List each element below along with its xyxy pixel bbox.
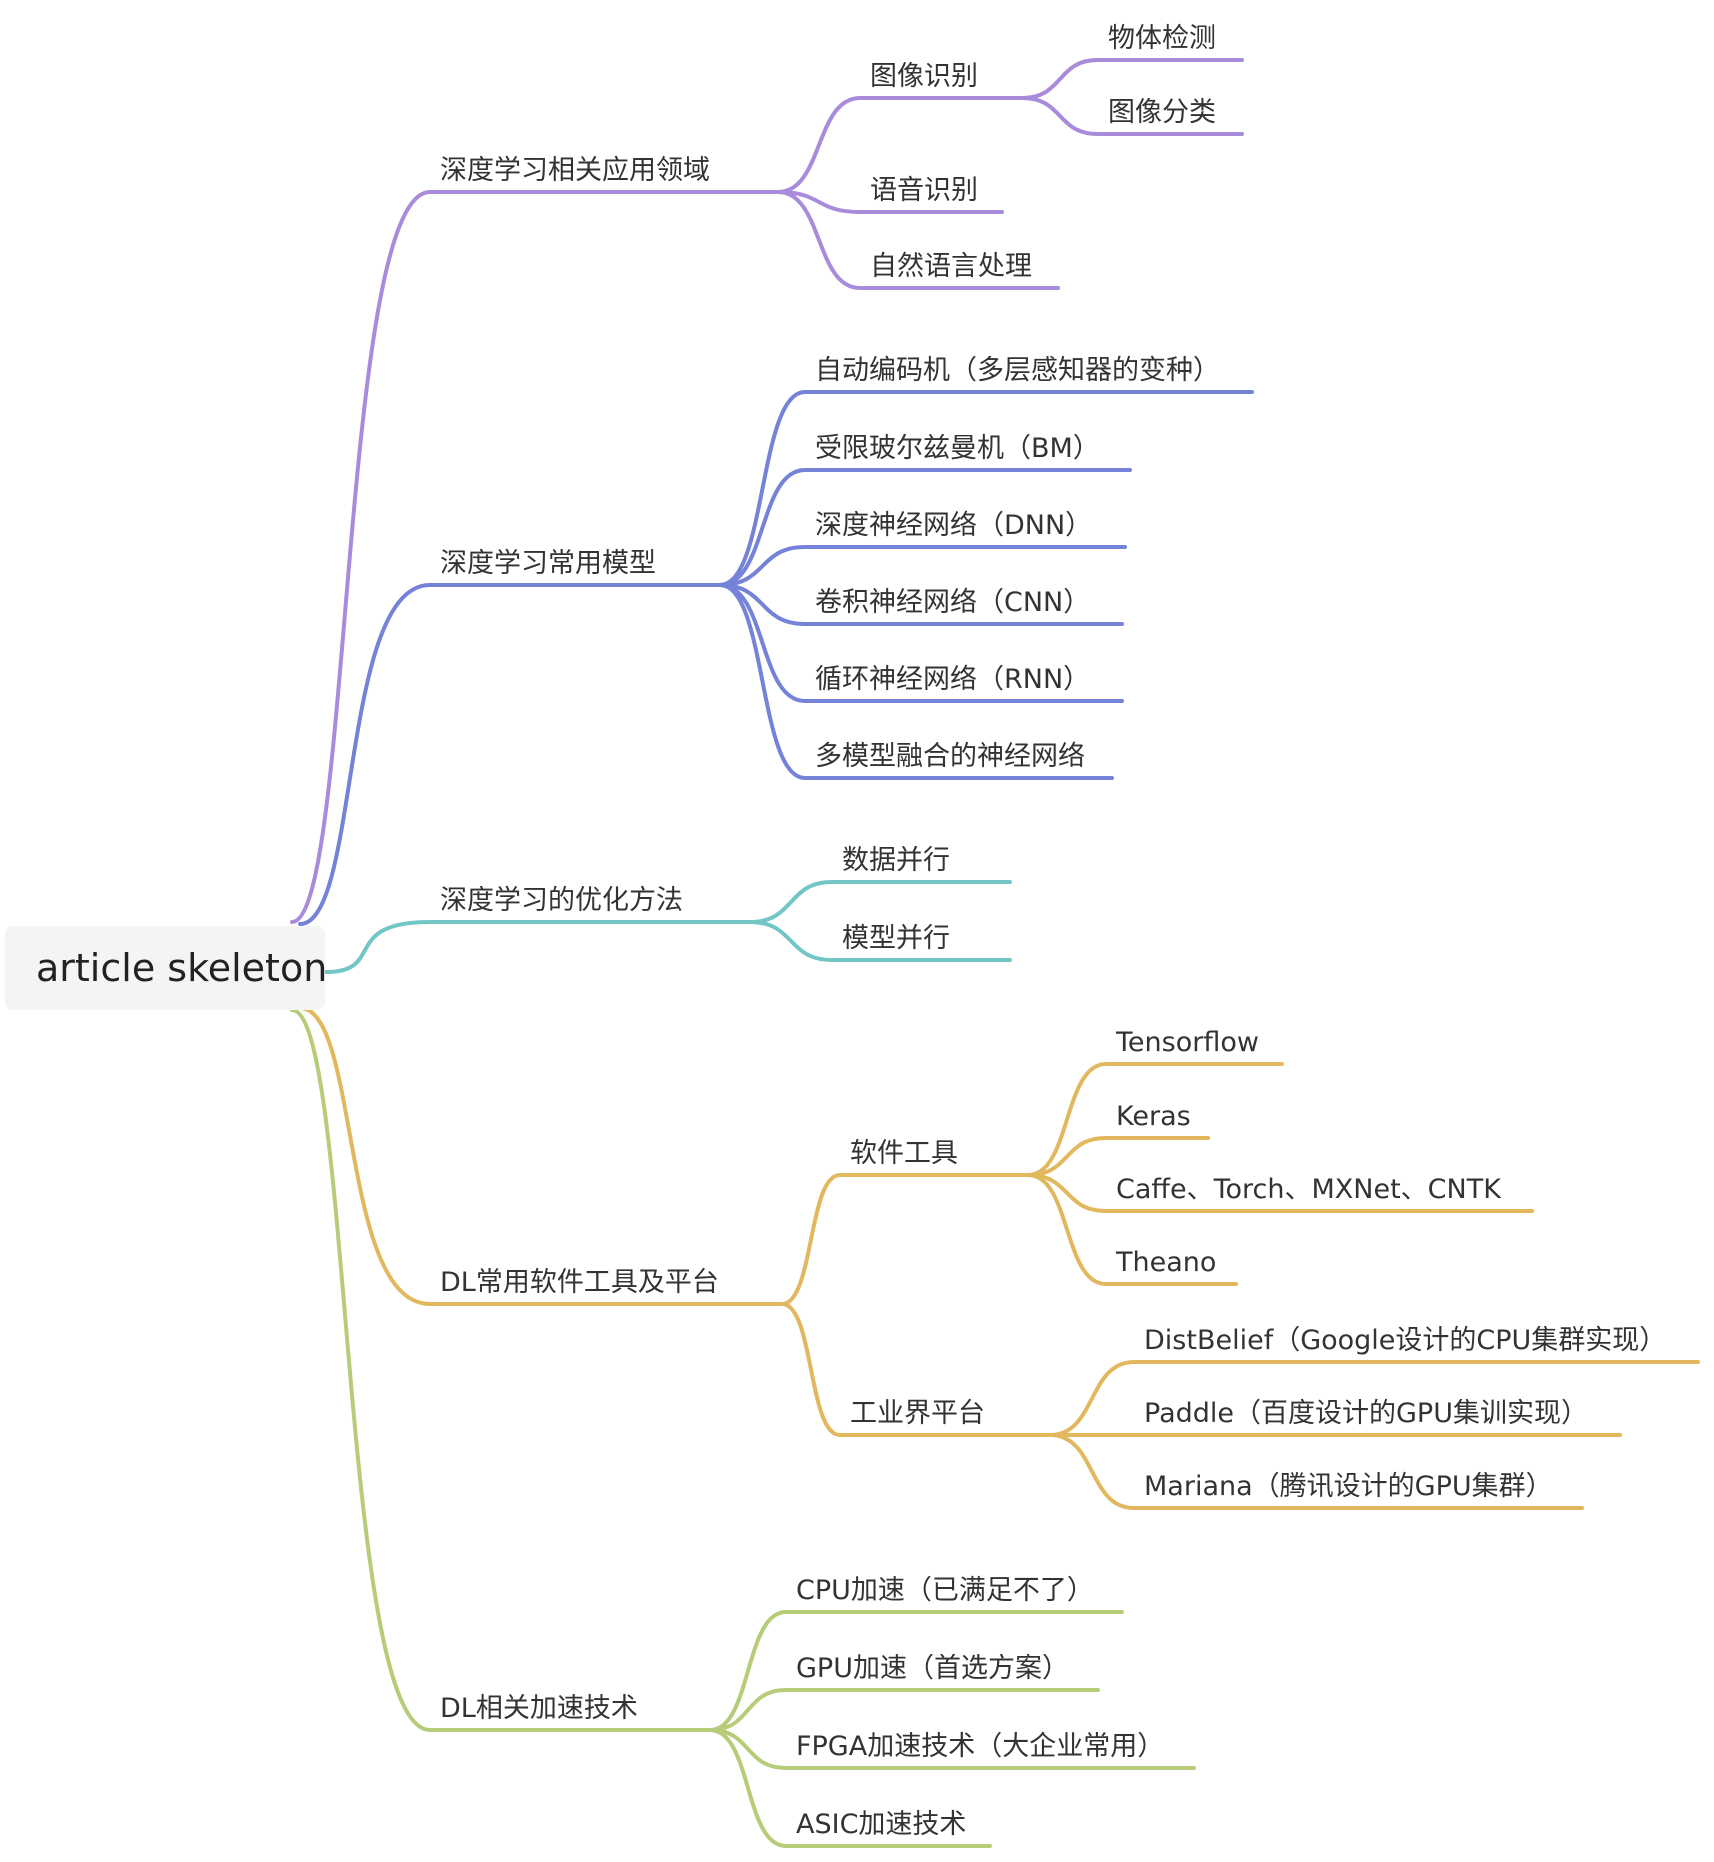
subnode-b3-2[interactable]: 模型并行: [842, 923, 950, 954]
connector-b2-b2c2: [718, 468, 1132, 587]
leaf-b4-2-3[interactable]: Mariana（腾讯设计的GPU集群）: [1144, 1471, 1553, 1502]
branch-node-4[interactable]: DL常用软件工具及平台: [440, 1267, 719, 1298]
subnode-b1-1[interactable]: 图像识别: [870, 61, 978, 92]
connector-b2-b2c3: [718, 545, 1127, 587]
connector-b4-b4c1: [780, 1173, 1030, 1306]
subnode-b2-1[interactable]: 自动编码机（多层感知器的变种）: [815, 355, 1220, 386]
leaf-b4-1-4[interactable]: Theano: [1116, 1247, 1217, 1278]
subnode-b4-1[interactable]: 软件工具: [850, 1138, 958, 1169]
leaf-b1-1-1[interactable]: 物体检测: [1108, 23, 1216, 54]
connector-b3-b3c1: [748, 880, 1012, 924]
connector-b2-b2c4: [718, 583, 1124, 626]
connector-b2-b2c5: [718, 583, 1124, 703]
root-node-label: article skeleton: [36, 946, 328, 990]
subnode-b1-3[interactable]: 自然语言处理: [870, 251, 1032, 282]
branch-node-2[interactable]: 深度学习常用模型: [440, 548, 656, 579]
connector-b4c1-b4c1d: [1026, 1173, 1238, 1286]
leaf-b4-2-2[interactable]: Paddle（百度设计的GPU集训实现）: [1144, 1398, 1588, 1429]
subnode-b2-2[interactable]: 受限玻尔兹曼机（BM）: [815, 433, 1100, 464]
connector-b1-b1c1: [776, 96, 1024, 194]
subnode-b2-4[interactable]: 卷积神经网络（CNN）: [815, 587, 1091, 618]
subnode-b1-2[interactable]: 语音识别: [870, 175, 978, 206]
connector-b2-b2c6: [718, 583, 1114, 780]
subnode-b4-2[interactable]: 工业界平台: [850, 1398, 985, 1429]
root-node[interactable]: [5, 926, 325, 1010]
subnode-b2-3[interactable]: 深度神经网络（DNN）: [815, 510, 1093, 541]
leaf-b1-1-2[interactable]: 图像分类: [1108, 97, 1216, 128]
connector-b3-b3c2: [748, 920, 1012, 962]
connector-b2-b2c1: [718, 390, 1254, 587]
subnode-b5-3[interactable]: FPGA加速技术（大企业常用）: [796, 1731, 1165, 1762]
leaf-b4-1-2[interactable]: Keras: [1116, 1101, 1191, 1132]
connector-b5-b5c3: [708, 1728, 1196, 1770]
subnode-b5-4[interactable]: ASIC加速技术: [796, 1809, 967, 1840]
branch-node-3[interactable]: 深度学习的优化方法: [440, 885, 683, 916]
branch-node-5[interactable]: DL相关加速技术: [440, 1693, 638, 1724]
connector-root-b4: [298, 1006, 784, 1306]
connector-b1-b1c2: [776, 190, 1004, 214]
connector-b4c2-b4c2c: [1048, 1433, 1584, 1510]
subnode-b3-1[interactable]: 数据并行: [842, 845, 950, 876]
connector-root-b2: [298, 583, 722, 926]
connector-b5-b5c4: [708, 1728, 992, 1848]
connector-b4c1-b4c1c: [1026, 1173, 1534, 1213]
connector-b4c2-b4c2a: [1048, 1360, 1700, 1437]
leaf-b4-1-1[interactable]: Tensorflow: [1116, 1027, 1259, 1058]
connector-b1-b1c3: [776, 190, 1060, 290]
connector-b5-b5c1: [708, 1610, 1124, 1732]
connector-b5-b5c2: [708, 1688, 1100, 1732]
connector-b1c1-b1c1a: [1020, 58, 1244, 100]
connector-b4c1-b4c1a: [1026, 1062, 1284, 1177]
leaf-b4-2-1[interactable]: DistBelief（Google设计的CPU集群实现）: [1144, 1325, 1667, 1356]
connector-root-b5: [290, 1008, 712, 1732]
connector-root-b3: [324, 920, 752, 974]
connector-b4c1-b4c1b: [1026, 1136, 1210, 1177]
branch-node-1[interactable]: 深度学习相关应用领域: [440, 155, 710, 186]
subnode-b5-2[interactable]: GPU加速（首选方案）: [796, 1653, 1069, 1684]
connector-b4-b4c2: [780, 1302, 1052, 1437]
subnode-b2-5[interactable]: 循环神经网络（RNN）: [815, 664, 1091, 695]
subnode-b2-6[interactable]: 多模型融合的神经网络: [815, 741, 1085, 772]
leaf-b4-1-3[interactable]: Caffe、Torch、MXNet、CNTK: [1116, 1174, 1501, 1205]
connector-b1c1-b1c1b: [1020, 96, 1244, 136]
subnode-b5-1[interactable]: CPU加速（已满足不了）: [796, 1575, 1094, 1606]
connector-root-b1: [290, 190, 780, 924]
